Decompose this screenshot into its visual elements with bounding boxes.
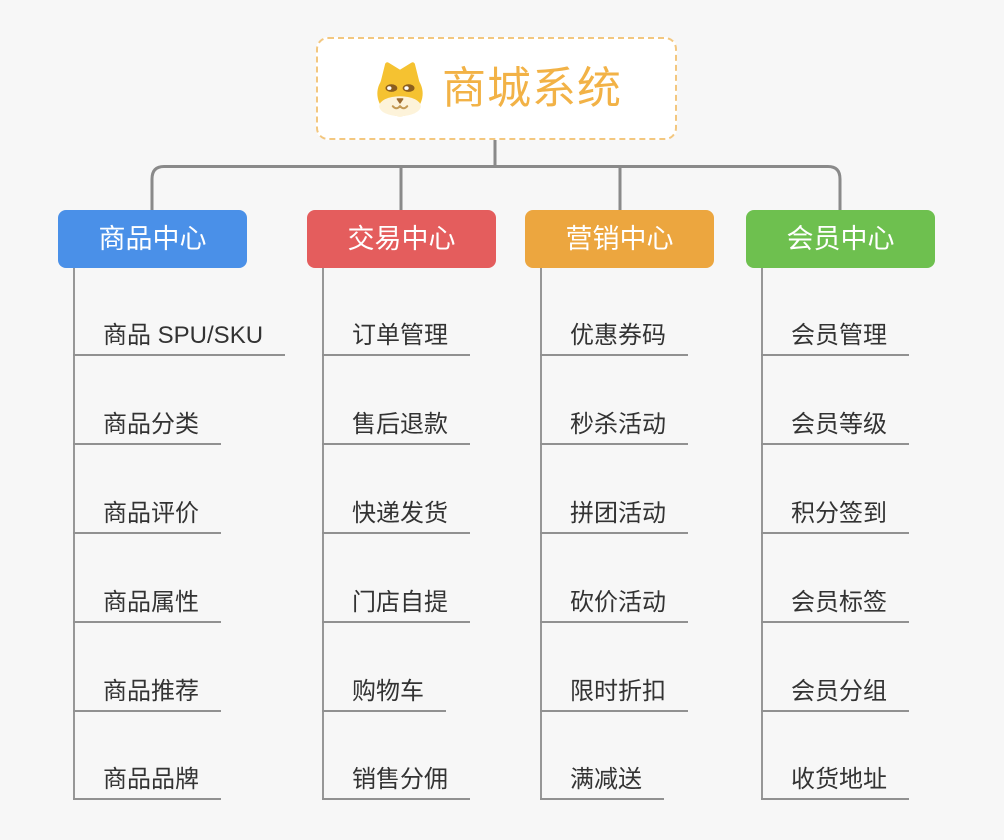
leaf-topic-label: 商品推荐 bbox=[103, 677, 199, 705]
leaf-topic-marketing-center-5[interactable]: 限时折扣 bbox=[540, 670, 688, 712]
leaf-topic-label: 售后退款 bbox=[352, 410, 448, 438]
leaf-topic-product-center-2[interactable]: 商品分类 bbox=[73, 403, 221, 445]
leaf-topic-marketing-center-1[interactable]: 优惠券码 bbox=[540, 314, 688, 356]
leaf-topic-trade-center-1[interactable]: 订单管理 bbox=[322, 314, 470, 356]
leaf-topic-label: 会员标签 bbox=[791, 588, 887, 616]
leaf-topic-member-center-4[interactable]: 会员标签 bbox=[761, 581, 909, 623]
leaf-topic-marketing-center-6[interactable]: 满减送 bbox=[540, 758, 664, 800]
leaf-topic-label: 收货地址 bbox=[791, 765, 887, 793]
leaf-topic-marketing-center-3[interactable]: 拼团活动 bbox=[540, 492, 688, 534]
leaf-topic-trade-center-5[interactable]: 购物车 bbox=[322, 670, 446, 712]
leaf-topic-member-center-2[interactable]: 会员等级 bbox=[761, 403, 909, 445]
leaf-topic-member-center-6[interactable]: 收货地址 bbox=[761, 758, 909, 800]
branch-node-label: 交易中心 bbox=[347, 223, 456, 254]
leaf-topic-marketing-center-4[interactable]: 砍价活动 bbox=[540, 581, 688, 623]
leaf-topic-label: 商品 SPU/SKU bbox=[103, 321, 264, 349]
leaf-topic-label: 积分签到 bbox=[791, 499, 887, 527]
leaf-topic-marketing-center-2[interactable]: 秒杀活动 bbox=[540, 403, 688, 445]
leaf-topic-label: 会员分组 bbox=[791, 677, 887, 705]
leaf-topic-member-center-1[interactable]: 会员管理 bbox=[761, 314, 909, 356]
leaf-topic-label: 订单管理 bbox=[352, 321, 448, 349]
root-node[interactable]: 商城系统 bbox=[316, 37, 677, 140]
leaf-topic-label: 商品分类 bbox=[103, 410, 199, 438]
leaf-topic-product-center-4[interactable]: 商品属性 bbox=[73, 581, 221, 623]
leaf-topic-label: 门店自提 bbox=[352, 588, 448, 616]
leaf-topic-label: 商品属性 bbox=[103, 588, 199, 616]
branch-node-label: 商品中心 bbox=[98, 223, 207, 254]
branch-node-product-center[interactable]: 商品中心 bbox=[58, 210, 247, 268]
leaf-topic-label: 秒杀活动 bbox=[570, 410, 666, 438]
branch-node-label: 会员中心 bbox=[786, 223, 895, 254]
branch-node-trade-center[interactable]: 交易中心 bbox=[307, 210, 496, 268]
root-title: 商城系统 bbox=[442, 63, 622, 113]
leaf-topic-trade-center-2[interactable]: 售后退款 bbox=[322, 403, 470, 445]
leaf-topic-label: 会员管理 bbox=[791, 321, 887, 349]
branch-node-marketing-center[interactable]: 营销中心 bbox=[525, 210, 714, 268]
leaf-topic-trade-center-3[interactable]: 快递发货 bbox=[322, 492, 470, 534]
leaf-topic-label: 商品品牌 bbox=[103, 765, 199, 793]
branch-node-member-center[interactable]: 会员中心 bbox=[746, 210, 935, 268]
leaf-topic-label: 限时折扣 bbox=[570, 677, 666, 705]
branch-node-label: 营销中心 bbox=[565, 223, 674, 254]
leaf-topic-label: 销售分佣 bbox=[352, 765, 448, 793]
leaf-topic-trade-center-4[interactable]: 门店自提 bbox=[322, 581, 470, 623]
leaf-topic-label: 购物车 bbox=[352, 677, 424, 705]
branch-connector-rail bbox=[150, 165, 842, 210]
shiba-dog-face-icon bbox=[377, 61, 423, 116]
leaf-topic-label: 优惠券码 bbox=[570, 321, 666, 349]
leaf-topic-product-center-5[interactable]: 商品推荐 bbox=[73, 670, 221, 712]
leaf-topic-product-center-6[interactable]: 商品品牌 bbox=[73, 758, 221, 800]
leaf-topic-member-center-3[interactable]: 积分签到 bbox=[761, 492, 909, 534]
leaf-topic-product-center-3[interactable]: 商品评价 bbox=[73, 492, 221, 534]
leaf-topic-trade-center-6[interactable]: 销售分佣 bbox=[322, 758, 470, 800]
leaf-topic-label: 商品评价 bbox=[103, 499, 199, 527]
leaf-topic-label: 快递发货 bbox=[352, 499, 448, 527]
leaf-topic-label: 满减送 bbox=[570, 765, 642, 793]
leaf-topic-label: 砍价活动 bbox=[570, 588, 666, 616]
leaf-topic-label: 拼团活动 bbox=[570, 499, 666, 527]
leaf-topic-product-center-1[interactable]: 商品 SPU/SKU bbox=[73, 314, 286, 356]
leaf-topic-label: 会员等级 bbox=[791, 410, 887, 438]
leaf-topic-member-center-5[interactable]: 会员分组 bbox=[761, 670, 909, 712]
